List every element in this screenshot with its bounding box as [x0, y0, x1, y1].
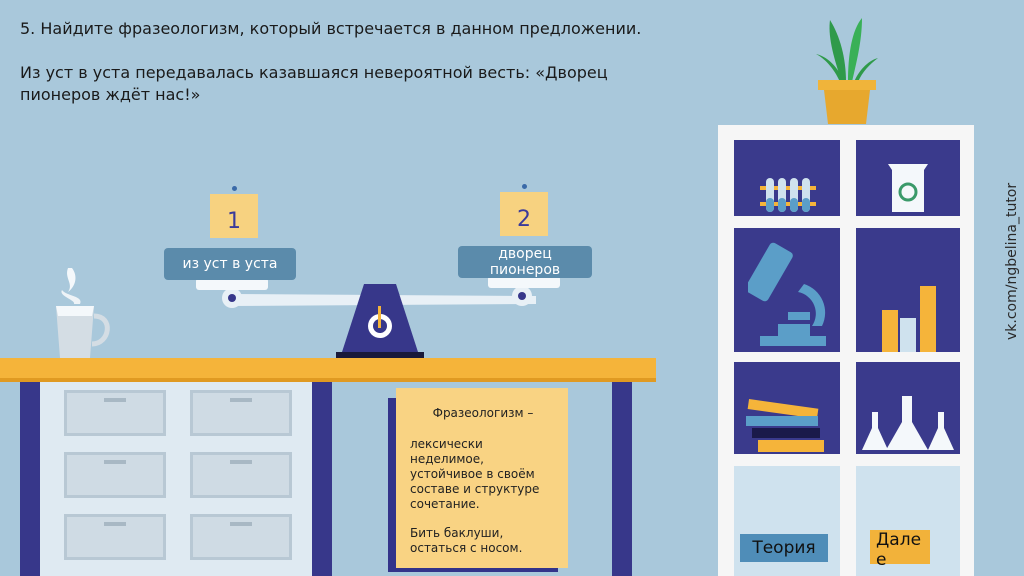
- definition-examples: Бить баклуши, остаться с носом.: [410, 526, 523, 555]
- option-number-note-1: 1: [210, 194, 258, 238]
- drawer: [64, 514, 166, 560]
- microscope-icon: [748, 242, 826, 346]
- question-sentence: Из уст в уста передавалась казавшаяся не…: [20, 63, 608, 104]
- test-tubes-icon: [760, 178, 816, 212]
- drawer-handle: [104, 522, 126, 526]
- question-title: 5. Найдите фразеологизм, который встреча…: [20, 19, 642, 38]
- pitcher-icon: [56, 268, 110, 358]
- option-number-note-2: 2: [500, 192, 548, 236]
- drawer-handle: [104, 398, 126, 402]
- drawer: [64, 390, 166, 436]
- watermark: vk.com/ngbelina_tutor: [1004, 182, 1020, 340]
- drawer: [190, 514, 292, 560]
- desk-edge: [0, 378, 656, 382]
- drawer: [190, 390, 292, 436]
- balance-scale-icon: [222, 284, 536, 358]
- definition-title: Фразеологизм –: [432, 406, 534, 420]
- desk-leg: [612, 382, 632, 576]
- pin-icon: [522, 184, 527, 189]
- pin-icon: [232, 186, 237, 191]
- scale-pan-left: [196, 278, 268, 290]
- option-label-1[interactable]: из уст в уста: [164, 248, 296, 280]
- desk-leg: [20, 382, 40, 576]
- beaker-icon: [888, 164, 928, 212]
- books-icon: [746, 399, 824, 452]
- drawer: [190, 452, 292, 498]
- theory-button[interactable]: Теория: [740, 534, 828, 562]
- bar-blocks-icon: [882, 286, 936, 352]
- desk-leg: [312, 382, 332, 576]
- next-button[interactable]: Дале е: [870, 530, 930, 570]
- drawer-handle: [230, 460, 252, 464]
- option-label-2[interactable]: дворец пионеров: [458, 246, 592, 278]
- definition-card: Фразеологизм – лексически неделимое, уст…: [396, 388, 568, 568]
- plant-icon: [816, 18, 878, 124]
- flasks-icon: [862, 396, 954, 450]
- drawer-handle: [230, 522, 252, 526]
- definition-text: лексически неделимое, устойчивое в своём…: [410, 437, 540, 511]
- drawer: [64, 452, 166, 498]
- question-block: 5. Найдите фразеологизм, который встреча…: [20, 18, 680, 128]
- drawer-handle: [104, 460, 126, 464]
- drawer-handle: [230, 398, 252, 402]
- scale-pan-right: [488, 276, 560, 288]
- desk-top: [0, 358, 656, 378]
